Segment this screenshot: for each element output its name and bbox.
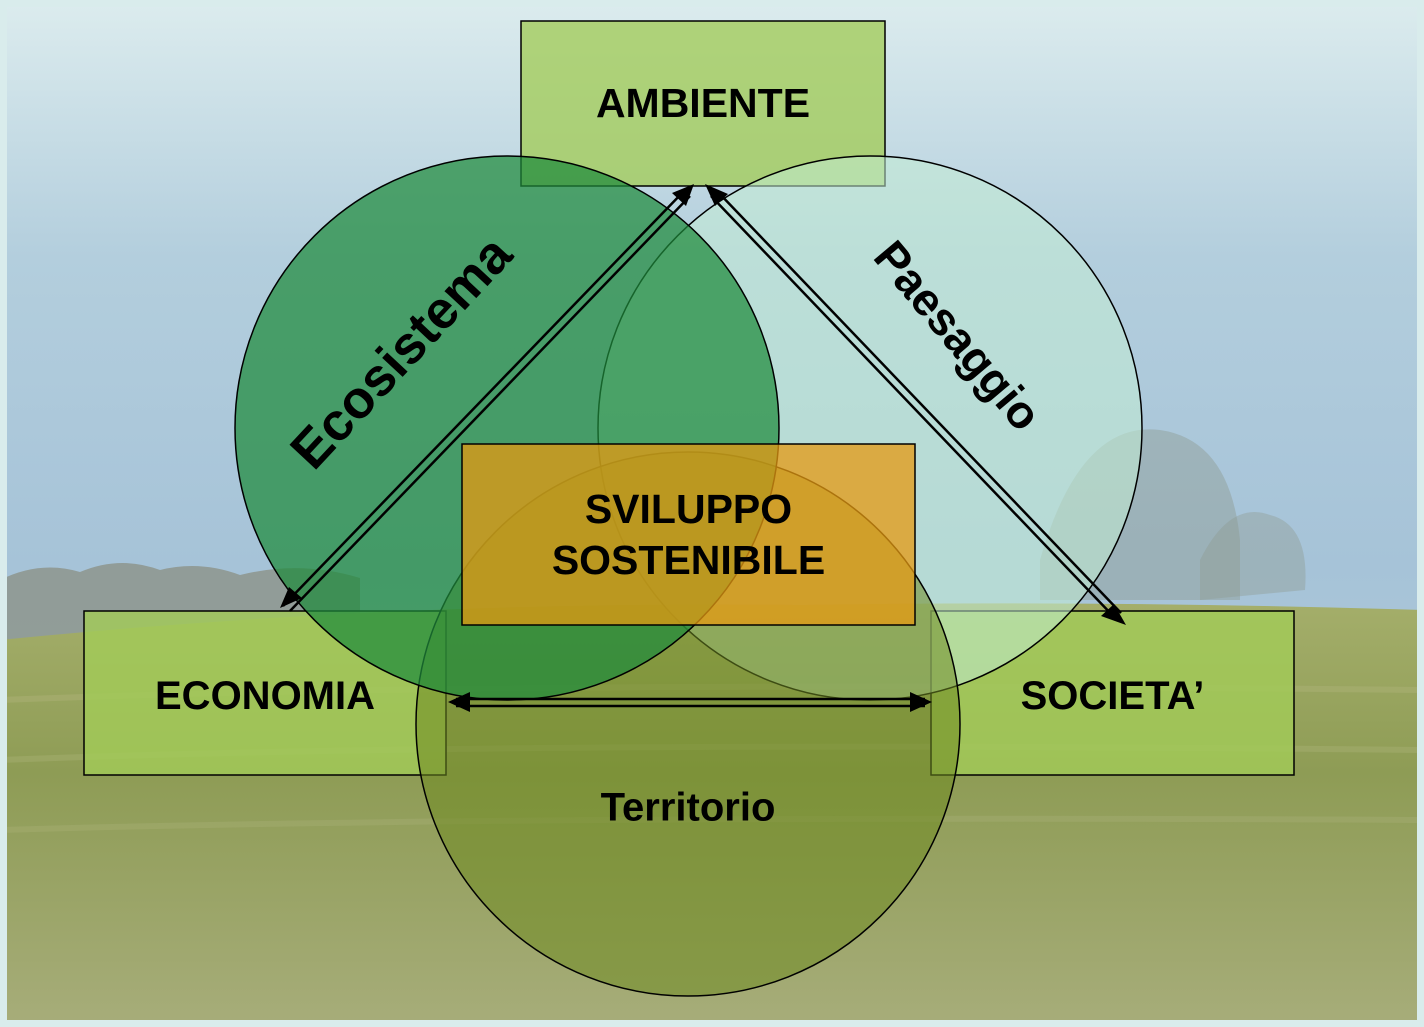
ambiente-box	[520, 20, 886, 187]
center-line-2: SOSTENIBILE	[551, 536, 826, 583]
economia-label: ECONOMIA	[155, 673, 375, 718]
center-line-1: SVILUPPO	[584, 486, 793, 533]
ambiente-label: AMBIENTE	[595, 80, 811, 127]
sviluppo-sostenibile-box	[461, 443, 916, 626]
arrow-ambiente-economia	[280, 184, 694, 612]
territorio-label: Territorio	[601, 786, 776, 830]
arrow-ambiente-societa	[705, 184, 1126, 625]
societa-label: SOCIETA’	[1020, 673, 1205, 718]
sviluppo-sostenibile-label: SVILUPPO SOSTENIBILE	[462, 444, 915, 625]
arrow-economia-societa	[448, 692, 932, 712]
